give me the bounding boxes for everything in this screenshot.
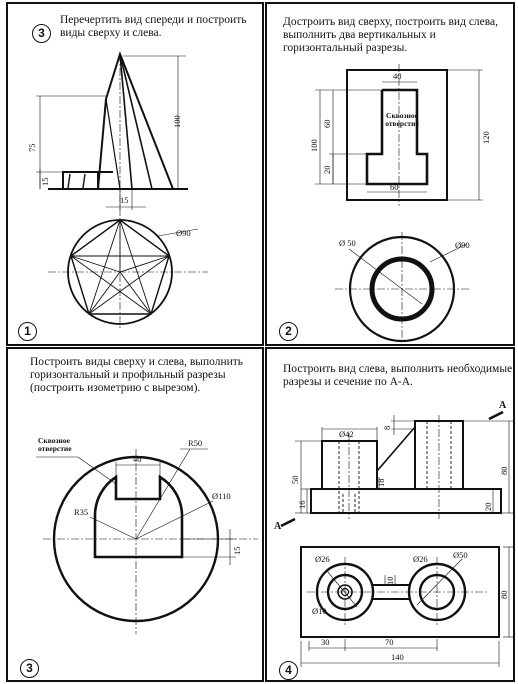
dim-dia-110: Ø110 xyxy=(212,491,231,501)
dim-10: 10 xyxy=(385,577,395,586)
dim-120: 120 xyxy=(481,131,491,144)
panel-4-index: 4 xyxy=(279,661,298,680)
dim-100: 100 xyxy=(172,115,182,128)
dim-dia-26-left: Ø26 xyxy=(315,554,330,564)
dim-dia-42: Ø42 xyxy=(339,429,354,439)
panel-2-index: 2 xyxy=(279,322,298,341)
dim-r35: R35 xyxy=(74,507,88,517)
panel-2-dimensions xyxy=(315,69,483,201)
dim-50: 50 xyxy=(290,476,300,485)
top-view xyxy=(335,232,469,346)
dim-60-width: 60 xyxy=(390,182,399,192)
top-view xyxy=(300,546,515,667)
section-mark-a-bottom: А xyxy=(274,521,282,532)
dim-15-base: 15 xyxy=(40,178,50,187)
dim-dia-50: Ø 50 xyxy=(339,238,356,248)
through-hole-note: Сквозное отверстие xyxy=(38,437,72,453)
panel-2-drawing: 40 60 100 20 120 60 Сквозное отверстие Ø… xyxy=(309,64,491,346)
dim-8: 8 xyxy=(382,426,392,430)
panel-4-drawing: Ø42 8 50 16 18 80 20 А А xyxy=(274,400,515,667)
dim-20: 20 xyxy=(483,503,493,512)
dim-dia-90: Ø90 xyxy=(176,228,191,238)
panel-4: Построить вид слева, выполнить необходим… xyxy=(265,347,515,682)
dim-40: 40 xyxy=(393,71,402,81)
dim-dia-50: Ø50 xyxy=(453,550,468,560)
panel-1-dimensions xyxy=(36,55,186,210)
dim-80-top: 80 xyxy=(499,591,509,600)
dim-30: 30 xyxy=(321,637,330,647)
dim-60-vertical: 60 xyxy=(322,120,332,129)
panel-3-title: Построить виды сверху и слева, выполнить… xyxy=(30,356,244,394)
dim-15: 15 xyxy=(232,547,242,556)
dim-15: 15 xyxy=(120,195,129,205)
panel-1: 3 Перечертить вид спереди и построить ви… xyxy=(6,2,264,346)
dim-40: 40 xyxy=(133,454,142,464)
dim-16: 16 xyxy=(297,501,307,510)
panel-3: Построить виды сверху и слева, выполнить… xyxy=(6,347,264,682)
panel-4-title: Построить вид слева, выполнить необходим… xyxy=(283,363,513,388)
dim-70: 70 xyxy=(385,637,394,647)
front-view xyxy=(48,50,188,219)
panel-3-index: 3 xyxy=(20,659,39,678)
panel-2: Достроить вид сверху, построить вид слев… xyxy=(265,2,515,346)
front-view xyxy=(280,410,515,528)
panel-2-title: Достроить вид сверху, построить вид слев… xyxy=(283,16,499,54)
panel-1-index: 1 xyxy=(18,322,37,341)
dim-18: 18 xyxy=(376,479,386,488)
dim-140: 140 xyxy=(391,652,404,662)
top-view xyxy=(48,218,208,330)
dim-dia-26-right: Ø26 xyxy=(413,554,428,564)
panel-1-drawing: 100 75 15 15 Ø90 xyxy=(27,50,208,330)
dim-75: 75 xyxy=(27,144,37,153)
dim-80-front: 80 xyxy=(499,467,509,476)
dim-20: 20 xyxy=(322,166,332,175)
through-hole-note: Сквозное отверстие xyxy=(385,112,419,128)
front-view xyxy=(346,64,448,206)
dim-dia-90: Ø90 xyxy=(455,240,470,250)
dim-r50: R50 xyxy=(188,438,202,448)
task-number-badge: 3 xyxy=(32,24,51,43)
dim-100: 100 xyxy=(309,139,319,152)
panel-3-drawing: Сквозное отверстие 40 R50 Ø110 R35 15 xyxy=(36,437,258,634)
section-mark-a-top: А xyxy=(499,400,507,411)
front-view xyxy=(36,448,258,634)
panel-1-title: Перечертить вид спереди и построить виды… xyxy=(60,14,247,39)
dim-dia-10: Ø10 xyxy=(312,606,327,616)
